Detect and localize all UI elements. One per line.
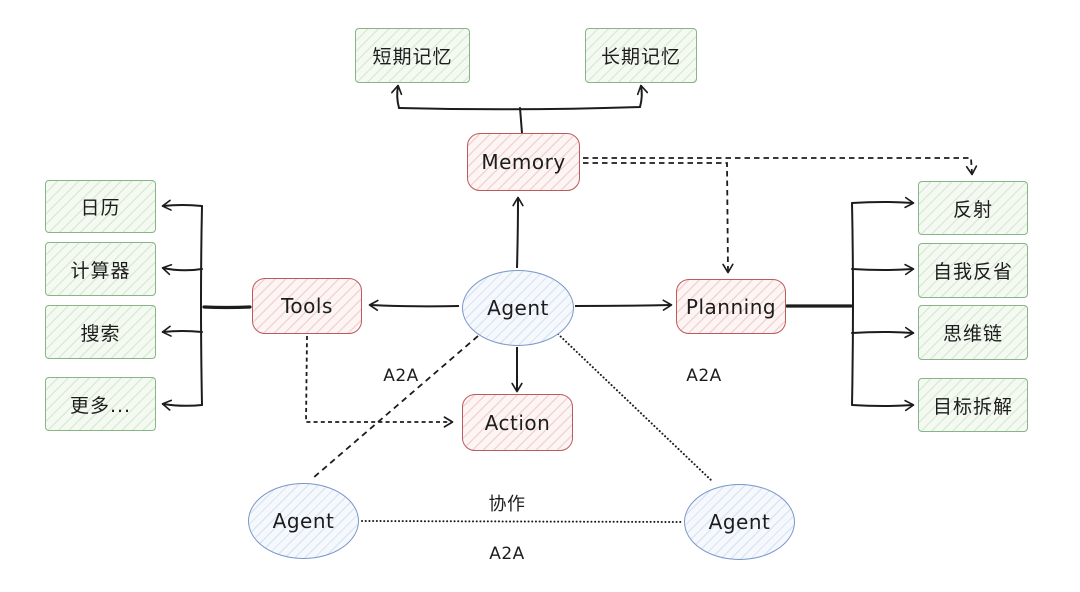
- edge-label-a2a-left: A2A: [383, 366, 419, 386]
- connector-agent-tools: [368, 299, 460, 312]
- connector-agent-agent-bottom-dotted: [361, 520, 682, 523]
- node-calculator: 计算器: [45, 242, 156, 296]
- edge-label-a2a-right: A2A: [686, 366, 722, 386]
- edge-label-a2a-bottom: A2A: [489, 544, 525, 564]
- connector-agent-memory: [512, 196, 524, 269]
- node-agent-bottom-left: Agent: [248, 483, 359, 559]
- node-label: Agent: [487, 296, 549, 320]
- node-label: 短期记忆: [372, 46, 453, 68]
- node-label: 搜索: [80, 322, 121, 345]
- node-label: 目标拆解: [932, 395, 1013, 418]
- node-label: Planning: [685, 294, 777, 319]
- node-label: 更多...: [69, 394, 132, 417]
- node-calendar: 日历: [45, 180, 156, 233]
- node-action: Action: [462, 394, 573, 451]
- node-memory: Memory: [467, 133, 580, 191]
- node-planning: Planning: [676, 279, 786, 334]
- node-label: 日历: [80, 197, 121, 219]
- node-label: Tools: [281, 294, 333, 318]
- connector-tools-children: [161, 199, 252, 411]
- connector-memory-planning-dashed: [583, 162, 734, 274]
- edge-label-collaboration: 协作: [488, 494, 526, 515]
- node-self-reflection: 自我反省: [918, 243, 1028, 298]
- connector-agent-planning: [574, 299, 673, 311]
- node-search: 搜索: [45, 305, 156, 359]
- node-label: 自我反省: [932, 261, 1013, 283]
- connector-planning-children: [785, 196, 915, 412]
- connector-tools-action-dashed: [305, 335, 454, 428]
- node-agent-bottom-right: Agent: [684, 484, 795, 560]
- node-label: 反射: [952, 198, 993, 221]
- node-agent-center: Agent: [462, 270, 574, 346]
- node-label: 长期记忆: [600, 46, 681, 68]
- connector-memory-to-top-boxes: [391, 84, 649, 134]
- node-label: Agent: [708, 510, 771, 534]
- node-label: 计算器: [70, 259, 131, 282]
- node-tools: Tools: [252, 278, 362, 334]
- node-goal-decomposition: 目标拆解: [918, 378, 1028, 432]
- connector-agent-agent-right-dotted: [557, 333, 713, 482]
- node-more: 更多...: [45, 377, 156, 431]
- node-reflection: 反射: [918, 181, 1028, 235]
- node-label: Action: [484, 410, 551, 435]
- connector-memory-reflection-dashed: [583, 157, 978, 176]
- node-long-term-memory: 长期记忆: [585, 28, 697, 83]
- node-label: Agent: [272, 509, 335, 533]
- node-chain-of-thought: 思维链: [918, 305, 1028, 360]
- node-short-term-memory: 短期记忆: [355, 28, 470, 83]
- node-label: Memory: [481, 150, 566, 174]
- connector-agent-agent-left-dashed: [312, 335, 479, 479]
- node-label: 思维链: [942, 323, 1003, 345]
